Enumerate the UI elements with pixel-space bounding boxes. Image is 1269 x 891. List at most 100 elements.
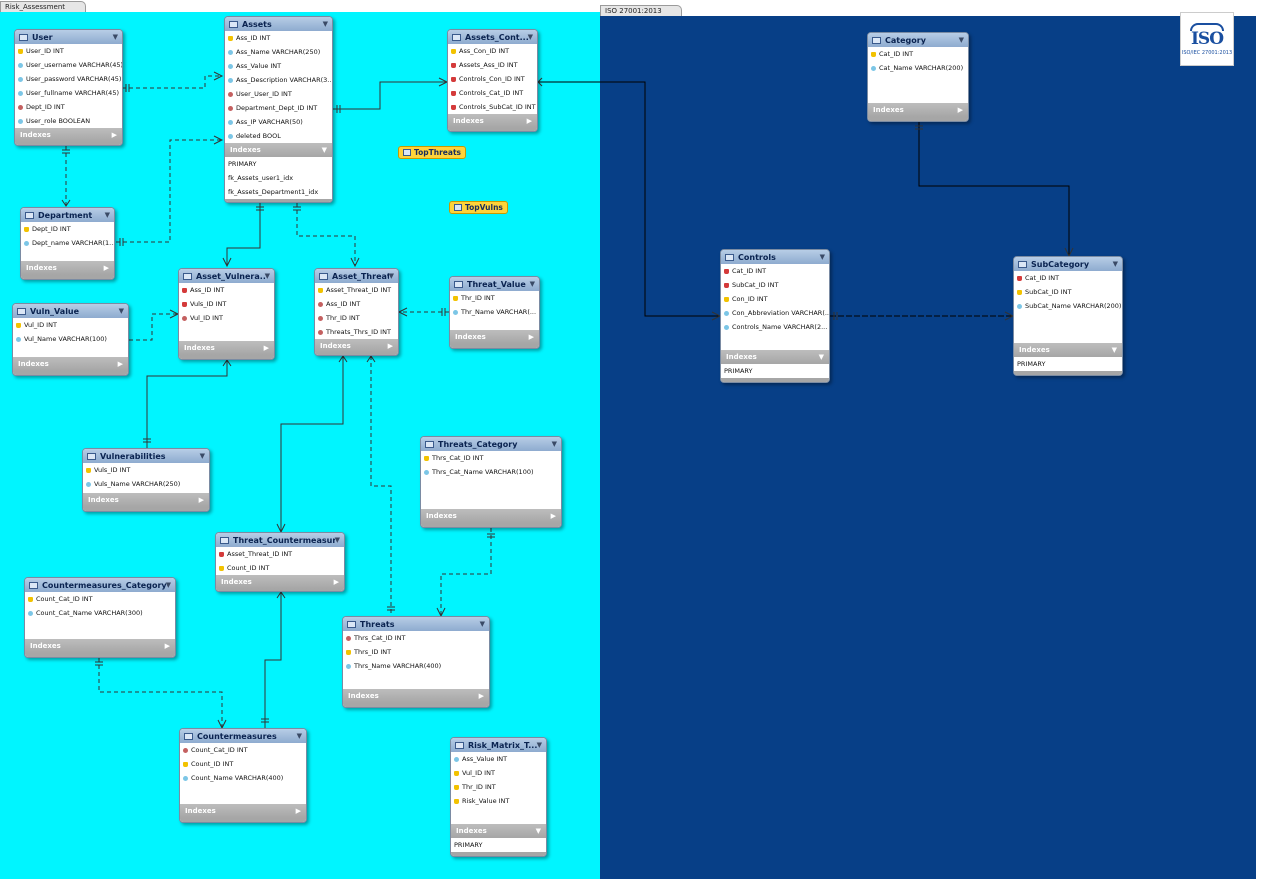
region-tab-risk-assessment[interactable]: Risk_Assessment (0, 1, 86, 12)
collapse-caret-icon[interactable]: ▼ (104, 211, 110, 219)
indexes-bar[interactable]: Indexes▶ (21, 261, 114, 275)
table-header[interactable]: Threat_Countermeasures▼ (216, 533, 344, 547)
indexes-bar[interactable]: Indexes▼ (721, 350, 829, 364)
column-row[interactable]: User_username VARCHAR(45) (15, 58, 122, 72)
column-row[interactable]: Cat_ID INT (721, 264, 829, 278)
indexes-bar[interactable]: Indexes▼ (1014, 343, 1122, 357)
table-header[interactable]: Category▼ (868, 33, 968, 47)
table-threat-countermeasures[interactable]: Threat_Countermeasures▼Asset_Threat_ID I… (215, 532, 345, 592)
chevron-right-icon[interactable]: ▶ (117, 360, 123, 368)
column-row[interactable]: Count_Cat_ID INT (25, 592, 175, 606)
collapse-caret-icon[interactable]: ▼ (1112, 260, 1118, 268)
column-row[interactable]: User_User_ID INT (225, 87, 332, 101)
indexes-bar[interactable]: Indexes▶ (179, 341, 274, 355)
index-item[interactable]: PRIMARY (454, 841, 483, 849)
chevron-down-icon[interactable]: ▼ (321, 146, 327, 154)
column-row[interactable]: User_password VARCHAR(45) (15, 72, 122, 86)
indexes-bar[interactable]: Indexes▶ (868, 103, 968, 117)
column-row[interactable]: Controls_Cat_ID INT (448, 86, 537, 100)
collapse-caret-icon[interactable]: ▼ (334, 536, 340, 544)
collapse-caret-icon[interactable]: ▼ (165, 581, 171, 589)
column-row[interactable]: Asset_Threat_ID INT (315, 283, 398, 297)
index-item[interactable]: fk_Assets_user1_idx (228, 174, 294, 182)
column-row[interactable]: Dept_ID INT (21, 222, 114, 236)
table-header[interactable]: Asset_Threat▼ (315, 269, 398, 283)
indexes-bar[interactable]: Indexes▶ (315, 339, 398, 353)
table-header[interactable]: Assets_Cont...▼ (448, 30, 537, 44)
column-row[interactable]: Thr_ID INT (451, 780, 546, 794)
indexes-bar[interactable]: Indexes▶ (180, 804, 306, 818)
column-row[interactable]: Ass_IP VARCHAR(50) (225, 115, 332, 129)
chevron-right-icon[interactable]: ▶ (198, 496, 204, 504)
column-row[interactable]: Cat_Name VARCHAR(200) (868, 61, 968, 75)
column-row[interactable]: Vuls_ID INT (83, 463, 209, 477)
column-row[interactable]: Risk_Value INT (451, 794, 546, 808)
column-row[interactable]: Ass_ID INT (179, 283, 274, 297)
table-header[interactable]: Asset_Vulnera...▼ (179, 269, 274, 283)
column-row[interactable]: User_fullname VARCHAR(45) (15, 86, 122, 100)
indexes-bar[interactable]: Indexes▶ (421, 509, 561, 523)
column-row[interactable]: Ass_Value INT (451, 752, 546, 766)
chevron-right-icon[interactable]: ▶ (526, 117, 532, 125)
column-row[interactable]: SubCat_ID INT (721, 278, 829, 292)
indexes-bar[interactable]: Indexes▶ (343, 689, 489, 703)
column-row[interactable]: Vul_Name VARCHAR(100) (13, 332, 128, 346)
chevron-right-icon[interactable]: ▶ (295, 807, 301, 815)
chevron-right-icon[interactable]: ▶ (387, 342, 393, 350)
column-row[interactable]: Cat_ID INT (1014, 271, 1122, 285)
column-row[interactable]: User_ID INT (15, 44, 122, 58)
collapse-caret-icon[interactable]: ▼ (551, 440, 557, 448)
indexes-bar[interactable]: Indexes▶ (216, 575, 344, 589)
column-row[interactable]: Ass_ID INT (225, 31, 332, 45)
collapse-caret-icon[interactable]: ▼ (296, 732, 302, 740)
column-row[interactable]: Asset_Threat_ID INT (216, 547, 344, 561)
column-row[interactable]: Count_Cat_ID INT (180, 743, 306, 757)
index-item[interactable]: PRIMARY (724, 367, 753, 375)
index-item[interactable]: PRIMARY (228, 160, 257, 168)
table-header[interactable]: Threats_Category▼ (421, 437, 561, 451)
view-topvulns[interactable]: TopVulns (449, 201, 508, 214)
indexes-bar[interactable]: Indexes▶ (25, 639, 175, 653)
column-row[interactable]: Controls_Con_ID INT (448, 72, 537, 86)
column-row[interactable]: Dept_name VARCHAR(1... (21, 236, 114, 250)
column-row[interactable]: Thrs_Cat_Name VARCHAR(100) (421, 465, 561, 479)
indexes-bar[interactable]: Indexes▶ (83, 493, 209, 507)
column-row[interactable]: Count_ID INT (216, 561, 344, 575)
column-row[interactable]: Vul_ID INT (13, 318, 128, 332)
chevron-right-icon[interactable]: ▶ (263, 344, 269, 352)
column-row[interactable]: Ass_Con_ID INT (448, 44, 537, 58)
collapse-caret-icon[interactable]: ▼ (112, 33, 118, 41)
column-row[interactable]: Ass_Description VARCHAR(3... (225, 73, 332, 87)
column-row[interactable]: Count_Cat_Name VARCHAR(300) (25, 606, 175, 620)
table-header[interactable]: Department▼ (21, 208, 114, 222)
index-item[interactable]: PRIMARY (1017, 360, 1046, 368)
indexes-bar[interactable]: Indexes▶ (15, 128, 122, 142)
column-row[interactable]: Dept_ID INT (15, 100, 122, 114)
table-header[interactable]: Threat_Value▼ (450, 277, 539, 291)
view-topthreats[interactable]: TopThreats (398, 146, 466, 159)
collapse-caret-icon[interactable]: ▼ (479, 620, 485, 628)
collapse-caret-icon[interactable]: ▼ (958, 36, 964, 44)
column-row[interactable]: deleted BOOL (225, 129, 332, 143)
column-row[interactable]: Count_ID INT (180, 757, 306, 771)
collapse-caret-icon[interactable]: ▼ (388, 272, 394, 280)
collapse-caret-icon[interactable]: ▼ (819, 253, 825, 261)
column-row[interactable]: Thrs_Cat_ID INT (421, 451, 561, 465)
column-row[interactable]: User_role BOOLEAN (15, 114, 122, 128)
chevron-right-icon[interactable]: ▶ (478, 692, 484, 700)
chevron-right-icon[interactable]: ▶ (103, 264, 109, 272)
indexes-bar[interactable]: Indexes▼ (225, 143, 332, 157)
column-row[interactable]: Controls_Name VARCHAR(2... (721, 320, 829, 334)
chevron-down-icon[interactable]: ▼ (1111, 346, 1117, 354)
chevron-right-icon[interactable]: ▶ (111, 131, 117, 139)
table-countermeasures-category[interactable]: Countermeasures_Category▼Count_Cat_ID IN… (24, 577, 176, 658)
table-header[interactable]: Vuln_Value▼ (13, 304, 128, 318)
